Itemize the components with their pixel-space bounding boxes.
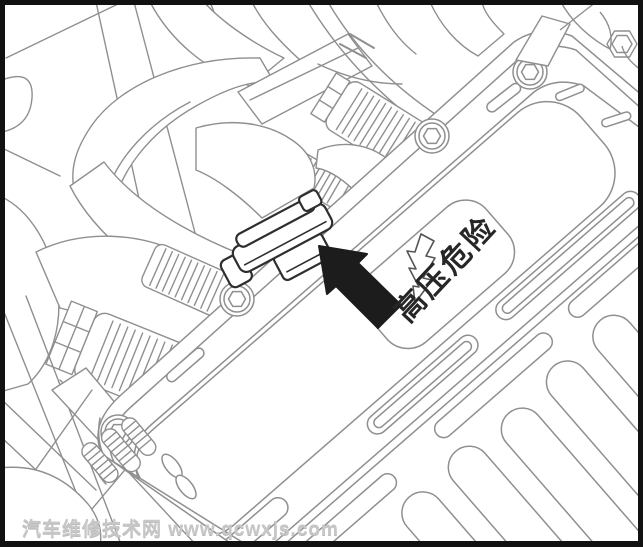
corner-slots xyxy=(161,453,197,500)
watermark-text: 汽车维修技术网 www.qcwxjs.com xyxy=(22,519,339,540)
hex-bolt-head-icon xyxy=(606,30,638,58)
corrugated-boot xyxy=(81,417,157,484)
upper-hose-with-clamps xyxy=(237,33,375,125)
bolt-mid-right-icon xyxy=(414,118,450,154)
bolt-mid-left-icon xyxy=(219,281,255,317)
battery-cover-details xyxy=(135,100,643,547)
lightning-bolt-icon xyxy=(406,233,436,304)
vent-slots-row-a xyxy=(199,190,642,547)
mounting-bolts xyxy=(100,54,548,450)
service-plug-connector xyxy=(219,189,334,289)
solid-pointer-arrow-icon xyxy=(318,245,402,329)
vent-slots-row-b xyxy=(300,195,643,547)
connector-latch xyxy=(297,189,323,213)
top-bracket xyxy=(515,1,642,71)
cooling-ribs xyxy=(401,314,643,547)
